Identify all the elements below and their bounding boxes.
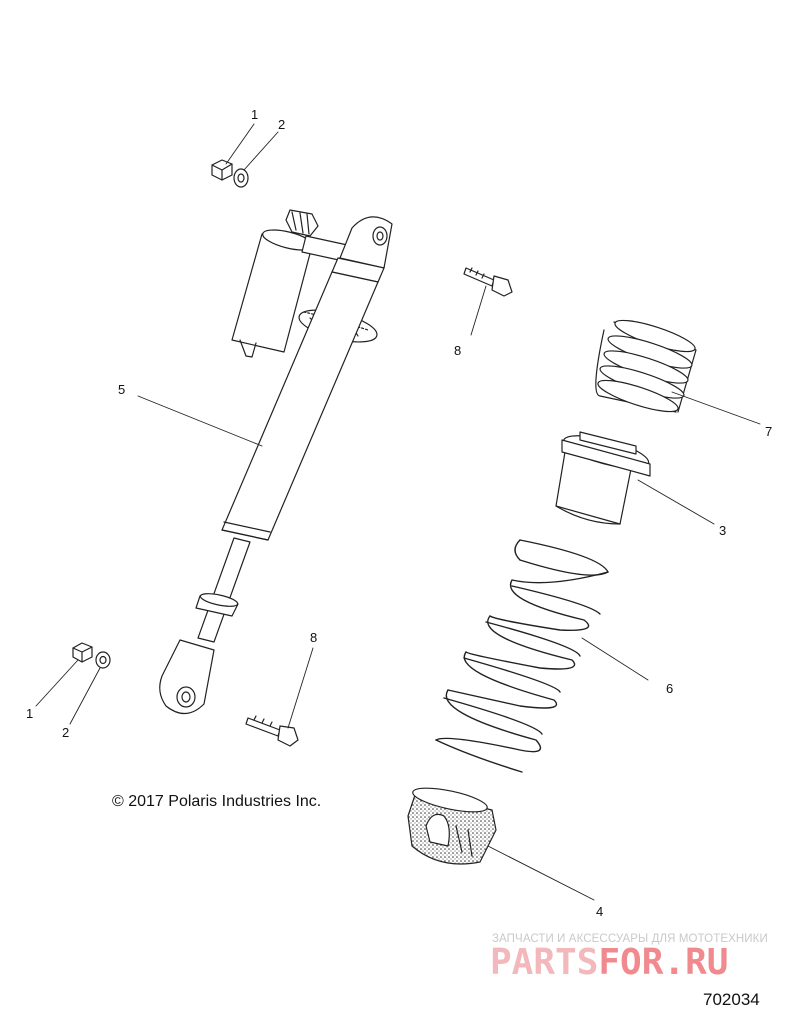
figure-number: 702034 — [703, 990, 760, 1009]
watermark-brand-part2: FOR.RU — [598, 942, 729, 983]
washer-bottom — [95, 651, 111, 669]
watermark-tagline: ЗАПЧАСТИ И АКСЕССУАРЫ ДЛЯ МОТОТЕХНИКИ — [492, 933, 768, 945]
callout-7: 7 — [765, 424, 773, 439]
flange-nut-top — [211, 159, 233, 181]
callout-1-bottom: 1 — [26, 706, 34, 721]
callout-2-bottom: 2 — [62, 725, 70, 740]
spring-seat — [407, 787, 497, 865]
callout-2-top: 2 — [278, 117, 286, 132]
bolt-top — [463, 267, 513, 297]
watermark-logo: PARTSFOR.RU — [490, 942, 728, 983]
watermark-brand-part1: PARTS — [490, 942, 599, 983]
callout-8-bottom: 8 — [310, 630, 318, 645]
jounce-bumper — [595, 319, 697, 413]
spring-retainer — [555, 431, 651, 525]
callout-3: 3 — [719, 523, 727, 538]
flange-nut-bottom — [72, 642, 93, 663]
callout-8-top: 8 — [454, 343, 462, 358]
shock-absorber — [159, 209, 393, 715]
copyright-notice: © 2017 Polaris Industries Inc. — [112, 793, 322, 810]
callout-1-top: 1 — [251, 107, 259, 122]
coil-spring — [435, 539, 609, 773]
washer-top — [233, 168, 249, 188]
bolt-bottom — [245, 715, 299, 747]
callout-6: 6 — [666, 681, 674, 696]
callout-4: 4 — [596, 904, 604, 919]
leader-lines — [35, 123, 761, 901]
callout-5: 5 — [118, 382, 126, 397]
